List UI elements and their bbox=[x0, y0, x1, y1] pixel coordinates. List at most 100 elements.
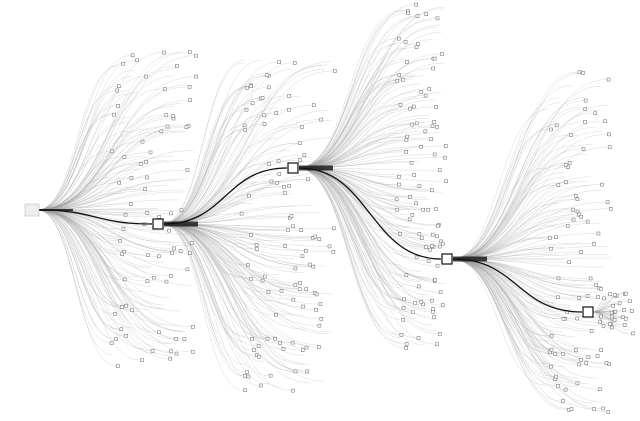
leaf-node[interactable] bbox=[297, 287, 302, 291]
leaf-node[interactable] bbox=[267, 85, 271, 90]
leaf-node[interactable] bbox=[144, 160, 148, 164]
leaf-node[interactable] bbox=[239, 211, 244, 216]
leaf-node[interactable] bbox=[292, 61, 297, 65]
leaf-node[interactable] bbox=[622, 308, 626, 312]
leaf-node[interactable] bbox=[262, 274, 267, 279]
leaf-node[interactable] bbox=[556, 295, 560, 300]
leaf-node[interactable] bbox=[608, 207, 613, 211]
leaf-node[interactable] bbox=[146, 253, 150, 257]
leaf-node[interactable] bbox=[606, 77, 611, 82]
leaf-node[interactable] bbox=[124, 303, 128, 308]
leaf-node[interactable] bbox=[119, 327, 124, 332]
leaf-node[interactable] bbox=[432, 152, 437, 157]
leaf-node[interactable] bbox=[426, 207, 431, 212]
leaf-node[interactable] bbox=[564, 180, 568, 184]
leaf-node[interactable] bbox=[613, 309, 618, 314]
leaf-node[interactable] bbox=[266, 290, 271, 294]
leaf-node[interactable] bbox=[549, 364, 553, 369]
leaf-node[interactable] bbox=[563, 387, 568, 392]
leaf-node[interactable] bbox=[401, 306, 406, 310]
leaf-node[interactable] bbox=[421, 302, 425, 307]
leaf-node[interactable] bbox=[123, 212, 128, 217]
leaf-node[interactable] bbox=[331, 249, 336, 254]
leaf-node[interactable] bbox=[561, 352, 565, 356]
leaf-node[interactable] bbox=[628, 299, 632, 303]
leaf-node[interactable] bbox=[113, 312, 117, 316]
leaf-node[interactable] bbox=[415, 14, 420, 18]
leaf-node[interactable] bbox=[443, 155, 447, 160]
leaf-node[interactable] bbox=[283, 191, 287, 195]
leaf-node[interactable] bbox=[273, 336, 277, 341]
leaf-node[interactable] bbox=[414, 255, 419, 260]
leaf-node[interactable] bbox=[150, 349, 155, 353]
leaf-node[interactable] bbox=[411, 104, 416, 109]
leaf-node[interactable] bbox=[397, 174, 401, 179]
leaf-node[interactable] bbox=[130, 53, 135, 58]
leaf-node[interactable] bbox=[567, 160, 572, 165]
leaf-node[interactable] bbox=[430, 244, 434, 248]
leaf-node[interactable] bbox=[571, 207, 575, 212]
leaf-node[interactable] bbox=[311, 264, 316, 269]
leaf-node[interactable] bbox=[396, 36, 401, 41]
leaf-node[interactable] bbox=[254, 242, 259, 247]
leaf-node[interactable] bbox=[417, 232, 422, 236]
leaf-node[interactable] bbox=[118, 239, 122, 243]
leaf-node[interactable] bbox=[145, 279, 150, 283]
leaf-node[interactable] bbox=[423, 93, 428, 98]
leaf-node[interactable] bbox=[599, 314, 603, 319]
leaf-node[interactable] bbox=[440, 303, 445, 307]
leaf-node[interactable] bbox=[397, 73, 402, 77]
leaf-node[interactable] bbox=[262, 113, 266, 118]
leaf-node[interactable] bbox=[404, 342, 409, 346]
leaf-node[interactable] bbox=[410, 310, 415, 314]
leaf-node[interactable] bbox=[610, 325, 614, 330]
leaf-node[interactable] bbox=[438, 290, 443, 294]
leaf-node[interactable] bbox=[414, 2, 418, 7]
leaf-node[interactable] bbox=[398, 232, 402, 236]
leaf-node[interactable] bbox=[152, 275, 156, 280]
leaf-node[interactable] bbox=[577, 362, 581, 367]
leaf-node[interactable] bbox=[164, 279, 169, 284]
leaf-node[interactable] bbox=[410, 213, 415, 217]
leaf-node[interactable] bbox=[549, 333, 554, 338]
leaf-node[interactable] bbox=[601, 324, 606, 328]
leaf-node[interactable] bbox=[265, 336, 270, 341]
leaf-node[interactable] bbox=[404, 346, 408, 350]
leaf-node[interactable] bbox=[268, 373, 273, 378]
leaf-node[interactable] bbox=[424, 12, 429, 16]
leaf-node[interactable] bbox=[575, 197, 580, 201]
leaf-node[interactable] bbox=[434, 207, 438, 211]
leaf-node[interactable] bbox=[596, 231, 601, 236]
leaf-node[interactable] bbox=[301, 304, 305, 309]
leaf-node[interactable] bbox=[157, 330, 161, 335]
leaf-node[interactable] bbox=[265, 73, 269, 77]
leaf-node[interactable] bbox=[608, 292, 612, 296]
leaf-node[interactable] bbox=[606, 410, 611, 414]
hub-node[interactable] bbox=[441, 253, 453, 265]
leaf-node[interactable] bbox=[314, 292, 319, 297]
leaf-node[interactable] bbox=[250, 101, 255, 105]
leaf-node[interactable] bbox=[277, 60, 281, 64]
leaf-node[interactable] bbox=[279, 289, 284, 293]
leaf-node[interactable] bbox=[433, 278, 437, 282]
leaf-node[interactable] bbox=[159, 129, 164, 134]
leaf-node[interactable] bbox=[403, 40, 408, 44]
leaf-node[interactable] bbox=[617, 301, 622, 306]
leaf-node[interactable] bbox=[554, 235, 558, 239]
leaf-node[interactable] bbox=[247, 193, 251, 198]
leaf-node[interactable] bbox=[167, 228, 171, 233]
leaf-node[interactable] bbox=[250, 337, 254, 341]
leaf-node[interactable] bbox=[191, 325, 195, 329]
leaf-node[interactable] bbox=[406, 11, 410, 15]
leaf-node[interactable] bbox=[395, 207, 399, 212]
leaf-node[interactable] bbox=[610, 314, 614, 319]
leaf-node[interactable] bbox=[583, 120, 587, 124]
leaf-node[interactable] bbox=[561, 317, 566, 321]
leaf-node[interactable] bbox=[256, 344, 261, 348]
leaf-node[interactable] bbox=[298, 141, 302, 145]
leaf-node[interactable] bbox=[129, 176, 134, 180]
leaf-node[interactable] bbox=[319, 117, 323, 122]
leaf-node[interactable] bbox=[548, 236, 552, 240]
leaf-node[interactable] bbox=[116, 84, 121, 88]
leaf-node[interactable] bbox=[178, 249, 183, 253]
